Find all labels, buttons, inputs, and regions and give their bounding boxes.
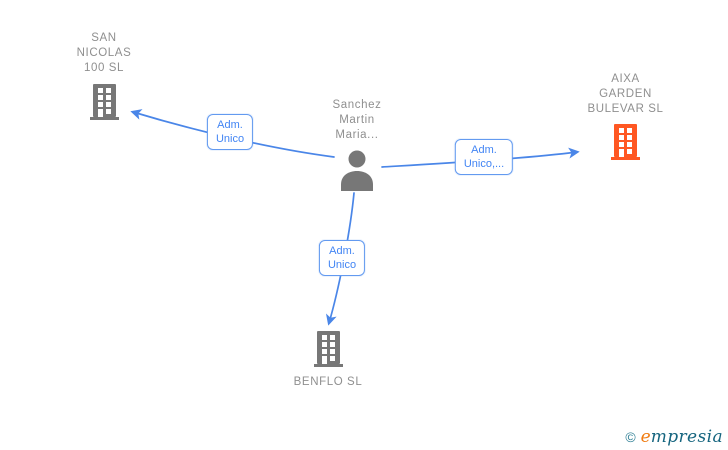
copyright-symbol: © bbox=[625, 429, 636, 445]
person-name: Sanchez Martin Maria... bbox=[332, 99, 382, 141]
empresia-logo[interactable]: © empresia bbox=[625, 427, 723, 447]
company-name: BENFLO SL bbox=[293, 376, 363, 388]
edge-label-adm-unico-san-nicolas[interactable]: Adm. Unico bbox=[206, 114, 254, 150]
brand-rest: mpresia bbox=[650, 427, 723, 447]
company-node-san-nicolas[interactable]: SAN NICOLAS 100 SL bbox=[48, 31, 160, 120]
person-icon bbox=[337, 149, 377, 191]
company-node-benflo[interactable]: BENFLO SL bbox=[276, 331, 380, 390]
company-name: AIXA GARDEN BULEVAR SL bbox=[587, 73, 664, 115]
edge-label-adm-unico-benflo[interactable]: Adm. Unico bbox=[318, 240, 366, 276]
company-node-aixa-garden-bulevar[interactable]: AIXA GARDEN BULEVAR SL bbox=[563, 72, 688, 160]
person-node-sanchez-martin-maria[interactable]: Sanchez Martin Maria... bbox=[305, 98, 409, 191]
brand-wordmark: empresia bbox=[641, 427, 723, 447]
building-icon bbox=[89, 84, 120, 120]
building-icon bbox=[313, 331, 344, 367]
brand-initial: e bbox=[640, 427, 651, 447]
building-icon bbox=[610, 124, 641, 160]
company-name: SAN NICOLAS 100 SL bbox=[76, 32, 132, 74]
edge-label-adm-unico-aixa-garden[interactable]: Adm. Unico,... bbox=[454, 139, 514, 175]
